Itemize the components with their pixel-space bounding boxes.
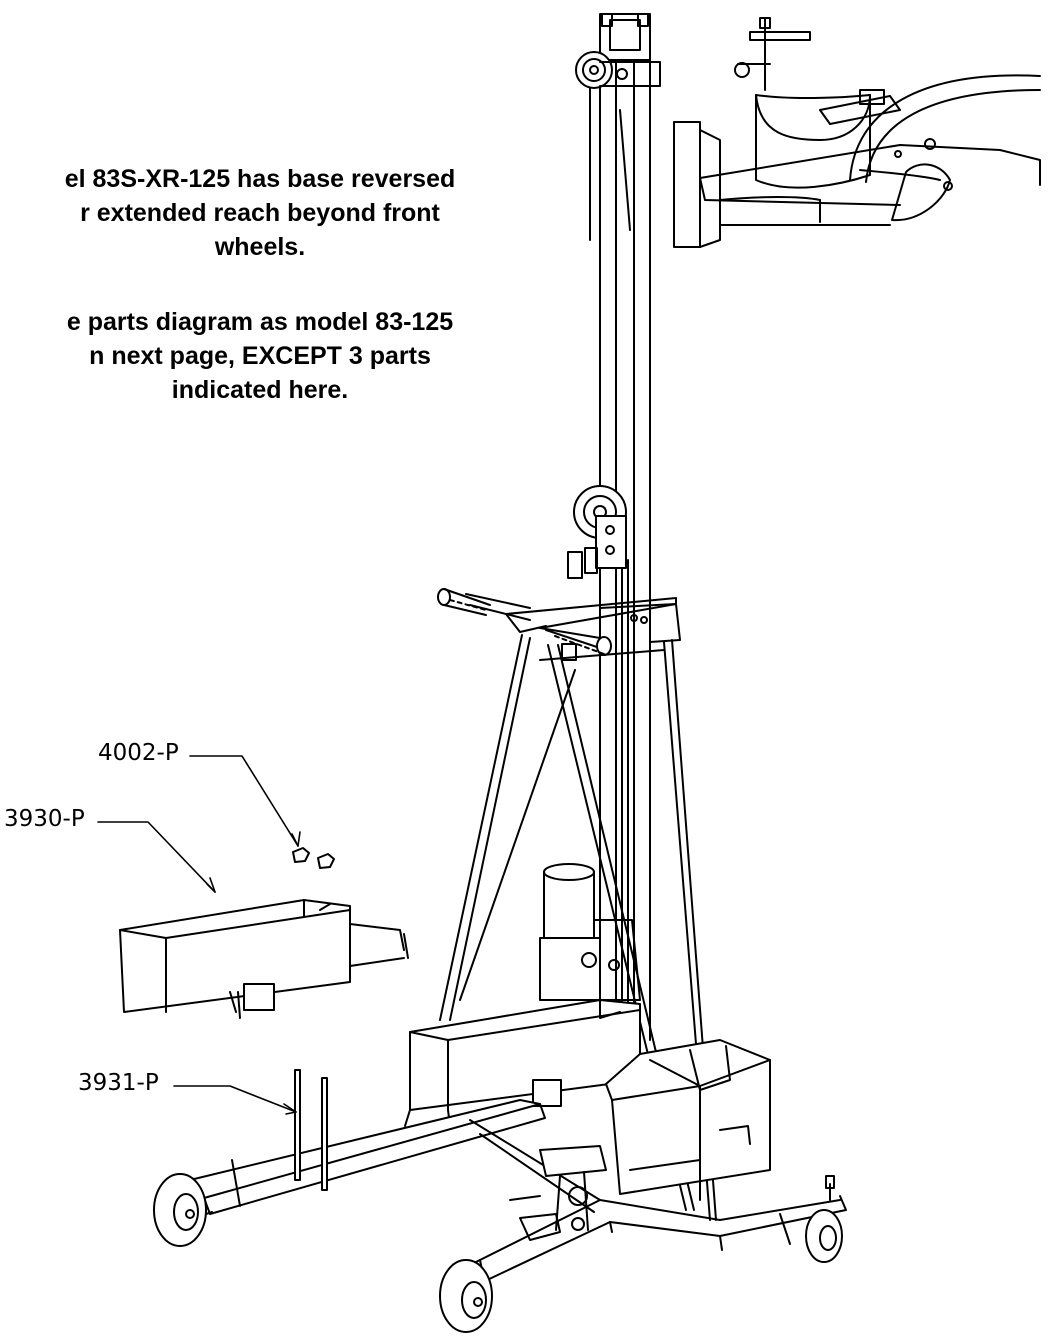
note-line-4: e parts diagram as model 83-125 [66,308,454,336]
note-line-3: wheels. [214,233,306,261]
center-caster [509,1145,607,1241]
actuator [539,863,641,1001]
leader-lines [97,755,301,1115]
wheel-right [805,1209,843,1263]
callout-4002-p: 4002-P [98,740,179,766]
pins-3931-p [294,1069,328,1191]
battery-installed [404,999,641,1127]
note-line-1: el 83S-XR-125 has base reversed [64,165,456,193]
callout-3930-p: 3930-P [4,806,85,832]
wheel-front [439,1259,493,1333]
note-line-6: indicated here. [171,376,349,404]
note-line-5: n next page, EXCEPT 3 parts [89,342,431,370]
wheel-left [153,1173,207,1247]
drum-cradle [673,17,1041,248]
lower-pulley [567,485,627,579]
callout-3931-p: 3931-P [78,1070,159,1096]
leader-4002-p [189,755,299,847]
leader-3930-p [97,821,216,893]
note-parts-diagram: e parts diagram as model 83-125 n next p… [0,305,520,407]
battery-box [605,1039,771,1201]
battery-3930-p [119,899,409,1019]
note-line-2: r extended reach beyond front [80,199,440,227]
note-base-reversed: el 83S-XR-125 has base reversed r extend… [0,162,520,264]
handle-assembly [437,588,681,661]
top-pulley [575,51,661,241]
leader-3931-p [173,1085,297,1113]
nuts-4002-p [292,847,335,869]
